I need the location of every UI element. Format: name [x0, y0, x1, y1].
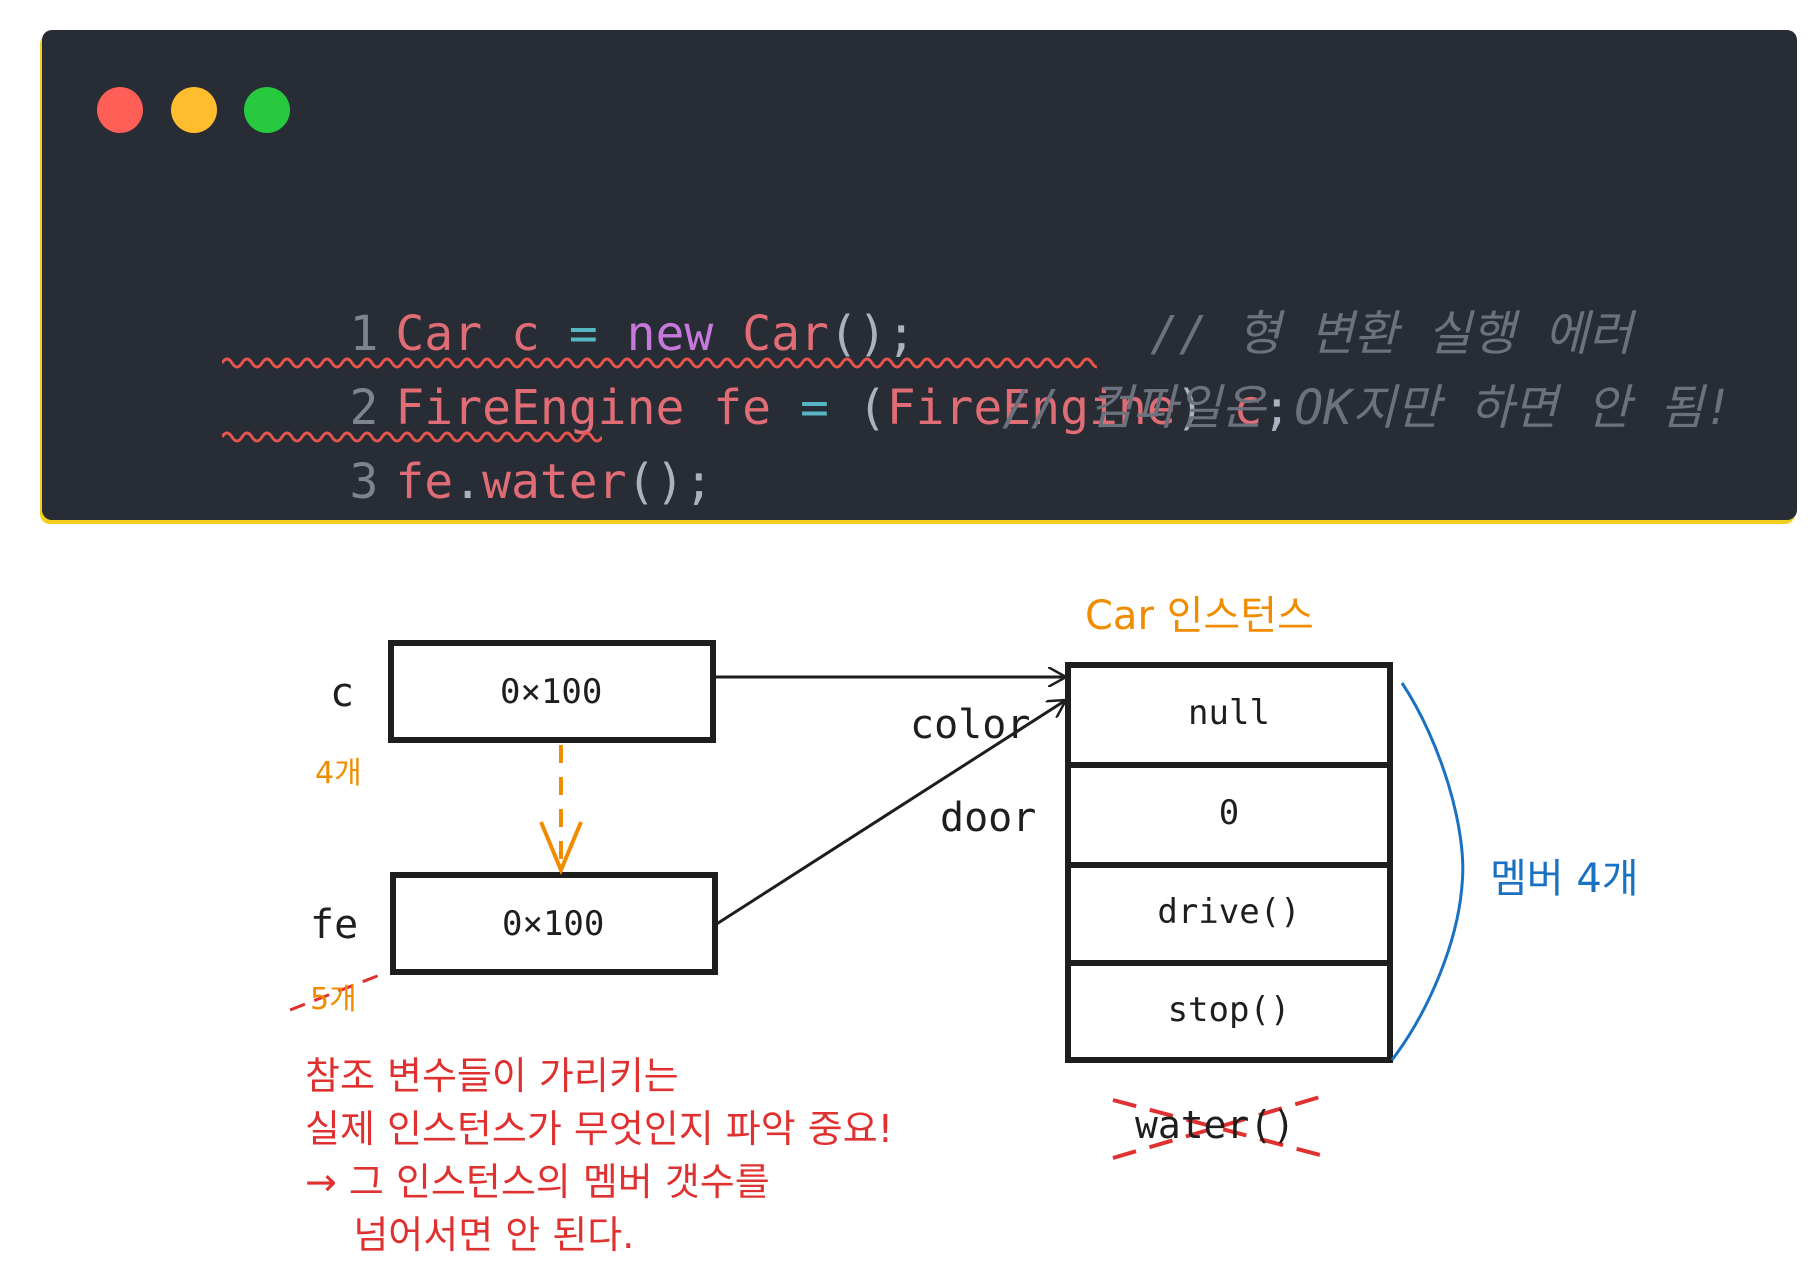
line-number: 3 — [349, 454, 379, 510]
line-number: 2 — [349, 380, 379, 436]
code-comment-2: // 형 변환 실행 에러 — [1150, 306, 1633, 362]
code-comment-3: // 컴파일은 OK지만 하면 안 됨! — [1002, 380, 1733, 436]
code-line-3-text: fe.water(); — [395, 454, 714, 510]
memory-diagram: c 4개 0×100 fe 5개 0×100 Car 인스턴스 color do… — [0, 540, 1820, 1280]
field-door-label: door — [940, 795, 1037, 841]
code-line-2: 2 FireEngine fe = (FireEngine) c; // 형 변환… — [150, 297, 1633, 436]
ref-box-c — [388, 640, 716, 743]
code-block: 1 Car c = new Car(); 2 FireEngine fe = (Fi… — [150, 223, 1733, 510]
cast-arrow-head — [539, 821, 583, 876]
ref-fe-member-count: 5개 — [310, 982, 357, 1017]
code-line-1: 1 Car c = new Car(); — [150, 223, 1291, 362]
maximize-button-dot[interactable] — [244, 87, 290, 133]
code-line-2-text: FireEngine fe = (FireEngine) c; — [395, 380, 1292, 436]
code-line-1-text: Car c = new Car(); — [395, 306, 916, 362]
missing-member-water: water() — [1135, 1103, 1296, 1147]
arrow-fe-to-instance — [714, 700, 1066, 927]
minimize-button-dot[interactable] — [171, 87, 217, 133]
member-value-4: stop() — [1167, 990, 1291, 1030]
member-brace — [1390, 682, 1465, 1061]
strike-5-count — [289, 971, 386, 1012]
member-box-4 — [1065, 960, 1393, 1063]
line-number: 1 — [349, 306, 379, 362]
member-value-3: drive() — [1157, 892, 1301, 932]
code-window: 1 Car c = new Car(); 2 FireEngine fe = (Fi… — [42, 30, 1797, 520]
ref-c-name: c — [330, 670, 355, 716]
error-underline — [222, 357, 1097, 369]
ref-c-member-count: 4개 — [315, 756, 362, 791]
field-color-label: color — [910, 702, 1031, 748]
ref-fe-name: fe — [310, 902, 359, 948]
ref-c-value: 0×100 — [500, 672, 603, 712]
code-line-3: 3 fe.water(); // 컴파일은 OK지만 하면 안 됨! — [150, 371, 1733, 510]
error-underline — [222, 431, 602, 443]
member-value-1: null — [1188, 693, 1270, 733]
explanation-note: 참조 변수들이 가리키는 실제 인스턴스가 무엇인지 파악 중요! → 그 인스… — [305, 1054, 893, 1257]
close-button-dot[interactable] — [97, 87, 143, 133]
diagram-canvas — [289, 640, 1465, 1160]
member-value-2: 0 — [1218, 793, 1240, 833]
instance-title: Car 인스턴스 — [1085, 593, 1314, 639]
member-count-label: 멤버 4개 — [1490, 856, 1639, 902]
ref-fe-value: 0×100 — [502, 904, 605, 944]
